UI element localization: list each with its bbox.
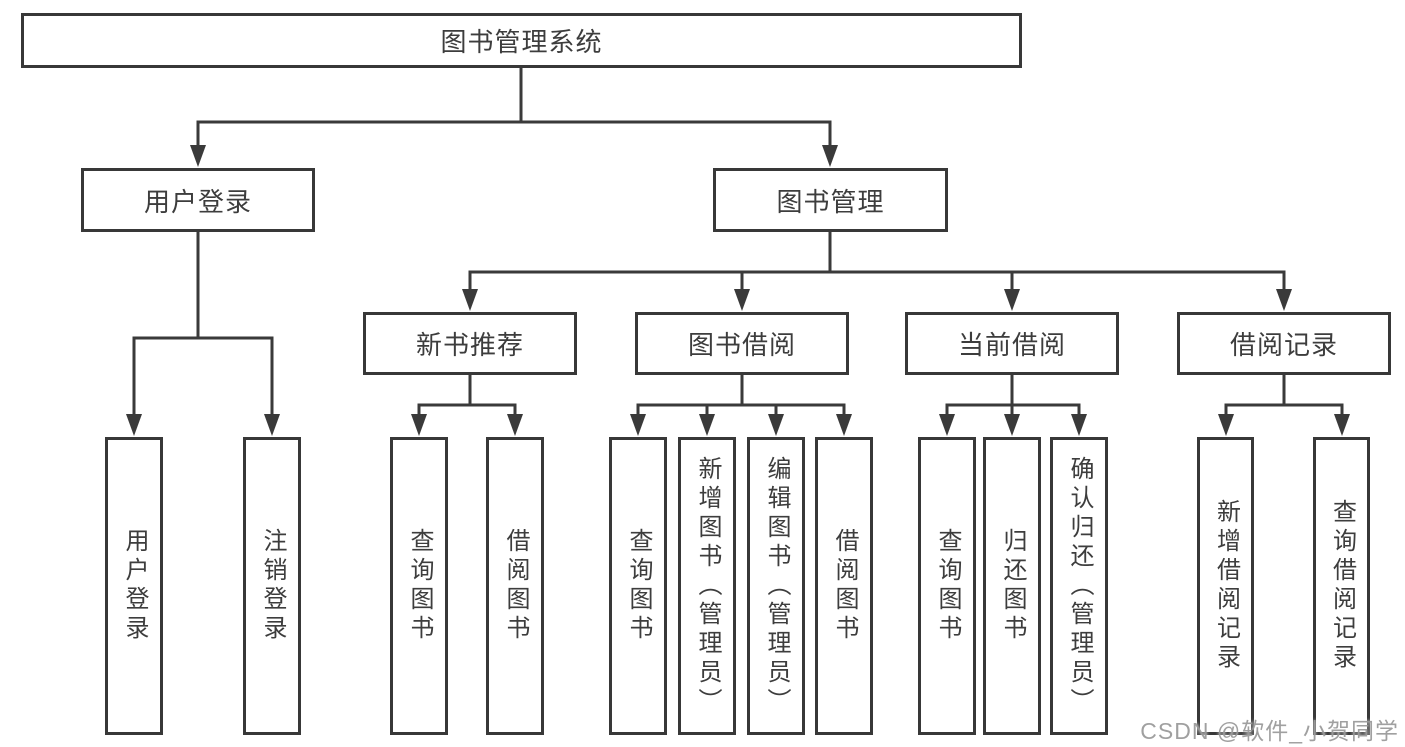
leaf-return-books: 归还图书 <box>983 437 1041 735</box>
node-label: 查询图书 <box>406 528 433 644</box>
node-label: 借阅图书 <box>502 528 529 644</box>
csdn-watermark: CSDN @软件_小贺同学 <box>1140 718 1399 744</box>
node-label: 查询图书 <box>934 528 961 644</box>
leaf-borrow-books-recommend: 借阅图书 <box>486 437 544 735</box>
node-new-book-recommend: 新书推荐 <box>363 312 577 375</box>
node-label: 编辑图书（管理员） <box>763 455 790 717</box>
node-label: 借阅图书 <box>831 528 858 644</box>
leaf-confirm-return-admin: 确认归还（管理员） <box>1050 437 1108 735</box>
leaf-borrow-books-borrowing: 借阅图书 <box>815 437 873 735</box>
node-label: 新书推荐 <box>415 330 524 360</box>
leaf-query-borrow-record: 查询借阅记录 <box>1313 437 1370 735</box>
node-label: 新增借阅记录 <box>1212 499 1240 673</box>
node-label: 确认归还（管理员） <box>1066 455 1093 717</box>
node-label: 注销登录 <box>259 528 286 644</box>
node-current-borrowing: 当前借阅 <box>905 312 1119 375</box>
node-borrowing-records: 借阅记录 <box>1177 312 1391 375</box>
node-book-management: 图书管理 <box>713 168 948 232</box>
node-label: 用户登录 <box>143 186 252 217</box>
node-label: 归还图书 <box>999 528 1026 644</box>
leaf-add-books-admin: 新增图书（管理员） <box>678 437 736 735</box>
node-user-login: 用户登录 <box>81 168 315 232</box>
node-book-management-system: 图书管理系统 <box>21 13 1022 68</box>
node-label: 借阅记录 <box>1229 330 1338 360</box>
node-label: 查询借阅记录 <box>1328 499 1356 673</box>
leaf-query-books-current: 查询图书 <box>918 437 976 735</box>
node-label: 当前借阅 <box>957 330 1066 360</box>
leaf-add-borrow-record: 新增借阅记录 <box>1197 437 1254 735</box>
node-book-borrowing: 图书借阅 <box>635 312 849 375</box>
node-label: 新增图书（管理员） <box>694 455 721 717</box>
leaf-query-books-recommend: 查询图书 <box>390 437 448 735</box>
leaf-edit-books-admin: 编辑图书（管理员） <box>747 437 805 735</box>
leaf-user-login: 用户登录 <box>105 437 163 735</box>
node-label: 查询图书 <box>625 528 652 644</box>
node-label: 用户登录 <box>121 528 148 644</box>
node-label: 图书借阅 <box>687 330 796 360</box>
node-label: 图书管理 <box>776 186 885 217</box>
node-label: 图书管理系统 <box>440 27 603 57</box>
leaf-query-books-borrowing: 查询图书 <box>609 437 667 735</box>
leaf-logout: 注销登录 <box>243 437 301 735</box>
